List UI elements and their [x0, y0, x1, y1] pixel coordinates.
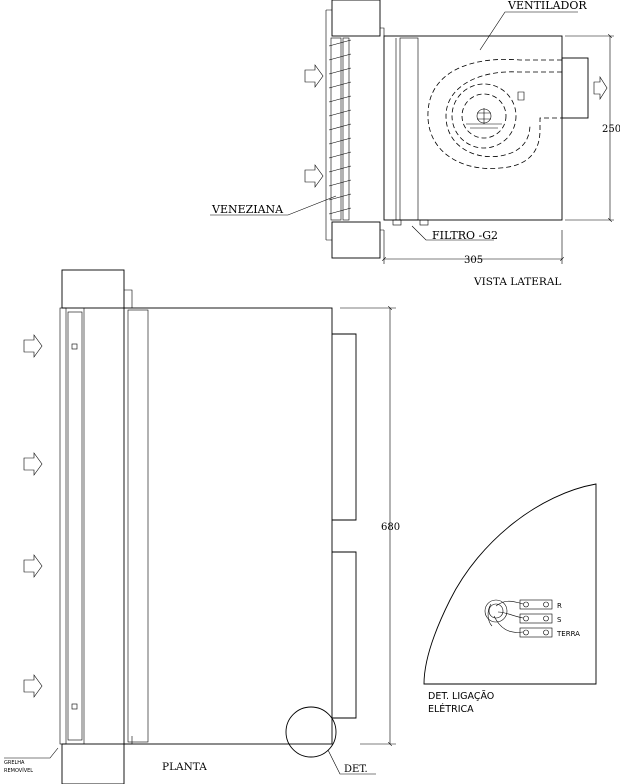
- fan-label: VENTILADOR: [507, 0, 587, 12]
- side-view-title: VISTA LATERAL: [473, 276, 561, 288]
- fan: [427, 59, 562, 169]
- airflow-arrow-icon: [23, 674, 43, 698]
- outlet-arrow-icon: [593, 75, 608, 101]
- unit-body-plan: [123, 307, 333, 745]
- plan-view-title: PLANTA: [162, 761, 207, 773]
- electrical-detail-title-1: DET. LIGAÇÃO: [428, 691, 494, 702]
- airflow-arrow-icon: [23, 452, 43, 476]
- filter-side: [399, 37, 419, 221]
- terminal-r: R: [557, 602, 562, 610]
- terminal-ground: TERRA: [556, 630, 580, 638]
- electrical-detail-title-2: ELÉTRICA: [428, 703, 474, 715]
- filter-plan: [127, 309, 149, 743]
- louver: [328, 37, 352, 221]
- side-width-dimension: 305: [464, 255, 483, 266]
- plan-height-dimension: 680: [381, 522, 400, 533]
- terminal-block: [519, 599, 553, 638]
- airflow-arrow-icon: [23, 334, 43, 358]
- airflow-arrow-icon: [304, 64, 324, 88]
- side-view: VENTILADOR VENEZIANA FILTRO -G2 305 250 …: [210, 0, 620, 288]
- fan-outlet: [561, 57, 589, 119]
- grille-label-line2: REMOVÍVEL: [4, 767, 33, 774]
- outlet-upper: [332, 333, 357, 521]
- plan-view: 680 PLANTA DET. GRELHA REMOVÍVEL: [4, 269, 400, 784]
- wall-block-top: [331, 0, 381, 37]
- airflow-arrow-icon: [304, 164, 324, 188]
- plan-wall-block-top: [61, 269, 125, 309]
- electrical-detail: R S TERRA DET. LIGAÇÃO ELÉTRICA: [423, 483, 597, 715]
- unit-body-side: [383, 35, 563, 221]
- airflow-arrow-icon: [23, 554, 43, 578]
- detail-reference: DET.: [344, 764, 368, 775]
- removable-grille: [59, 307, 85, 745]
- louver-label: VENEZIANA: [211, 203, 284, 216]
- terminal-s: S: [557, 616, 562, 624]
- outlet-lower: [332, 551, 357, 719]
- side-height-dimension: 250: [602, 124, 620, 135]
- wall-block-bottom: [331, 221, 381, 259]
- detail-circle: [285, 706, 337, 758]
- grille-label-line1: GRELHA: [4, 760, 25, 766]
- plan-wall-block-bottom: [61, 743, 125, 784]
- filter-label: FILTRO -G2: [432, 229, 498, 242]
- detail-outline: [423, 483, 597, 685]
